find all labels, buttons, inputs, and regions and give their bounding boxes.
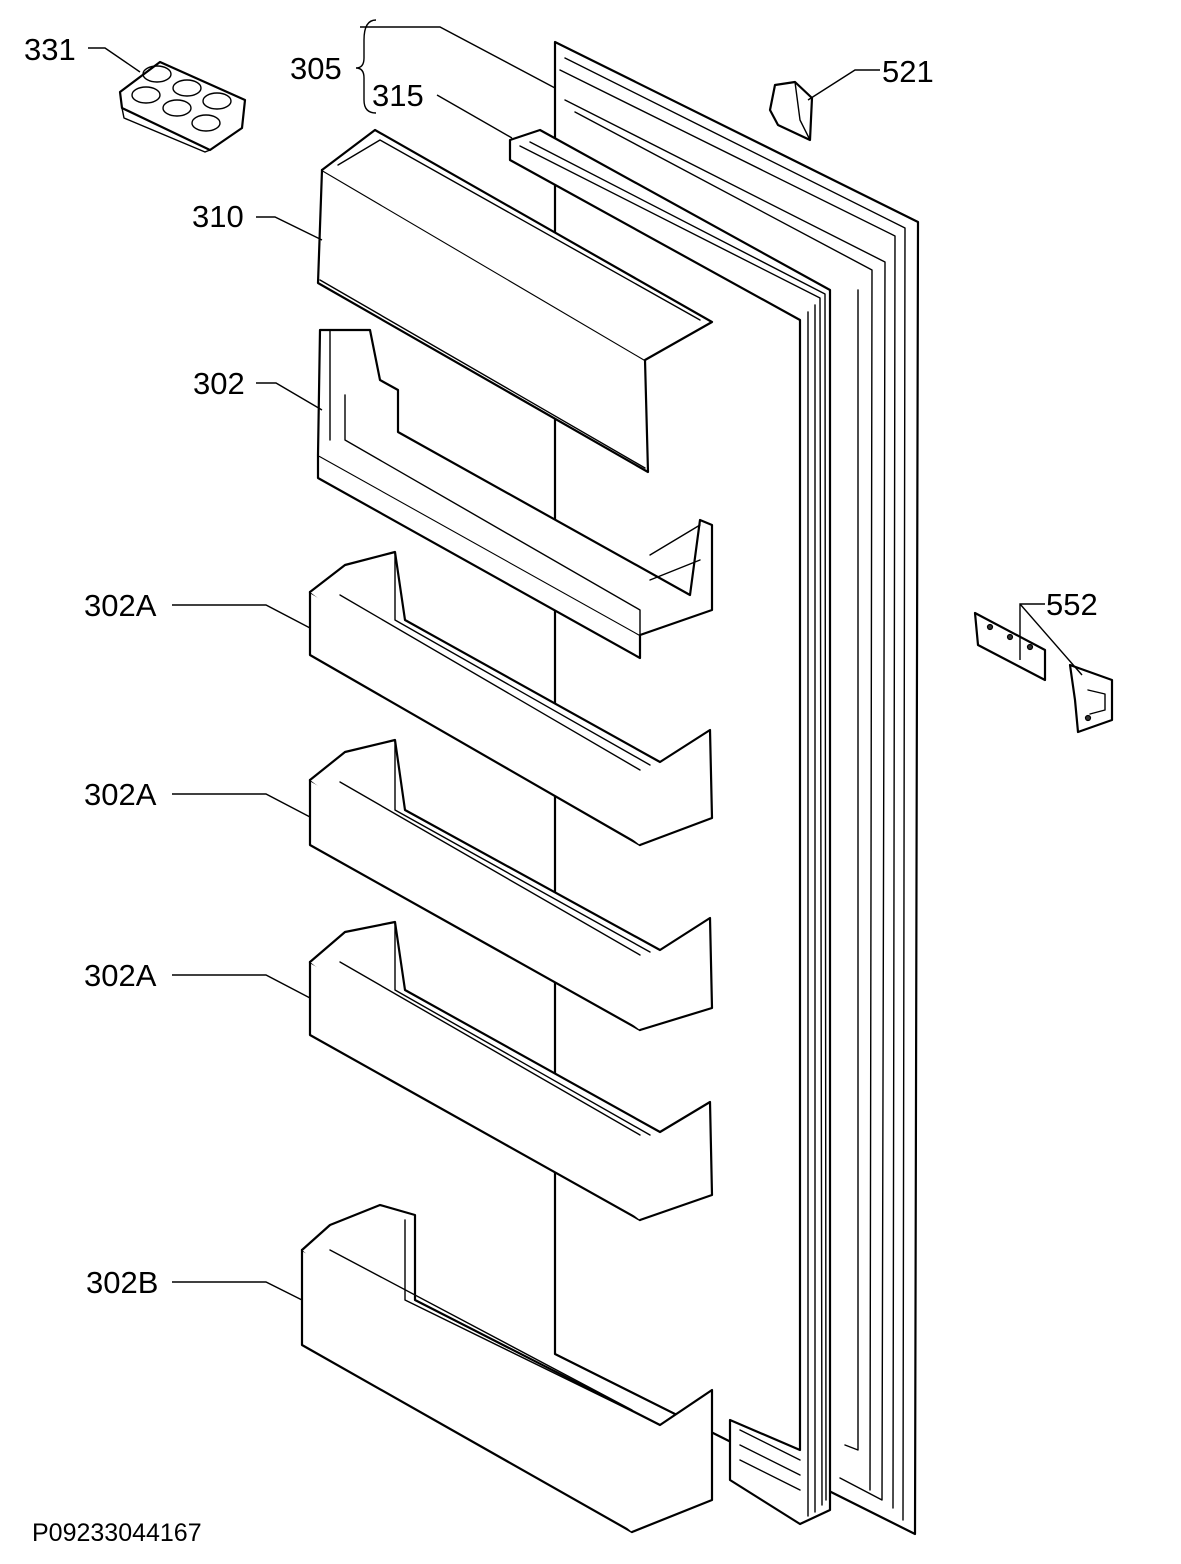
door-gasket [508, 128, 832, 1526]
hinge-bracket [973, 611, 1114, 734]
door-shelf-302a-2 [308, 738, 714, 1032]
callout-302b: 302B [86, 1265, 159, 1300]
callout-310: 310 [192, 199, 244, 234]
callout-302: 302 [193, 366, 245, 401]
bottle-shelf-302b [300, 1203, 714, 1534]
dairy-flap [316, 128, 714, 474]
callout-552: 552 [1046, 587, 1098, 622]
door-shelf-302a-1 [308, 550, 714, 847]
callout-302a-1: 302A [84, 588, 157, 623]
egg-tray [118, 60, 247, 153]
callout-315: 315 [372, 78, 424, 113]
drawing-code: P09233044167 [32, 1519, 202, 1547]
leader-lines [88, 19, 1083, 1301]
callout-305: 305 [290, 51, 342, 86]
cap-part [768, 80, 814, 142]
callout-302a-3: 302A [84, 958, 157, 993]
door-shelf-302 [316, 328, 714, 660]
callout-331: 331 [24, 32, 76, 67]
callout-302a-2: 302A [84, 777, 157, 812]
door-shelf-302a-3 [308, 920, 714, 1222]
callout-521: 521 [882, 54, 934, 89]
